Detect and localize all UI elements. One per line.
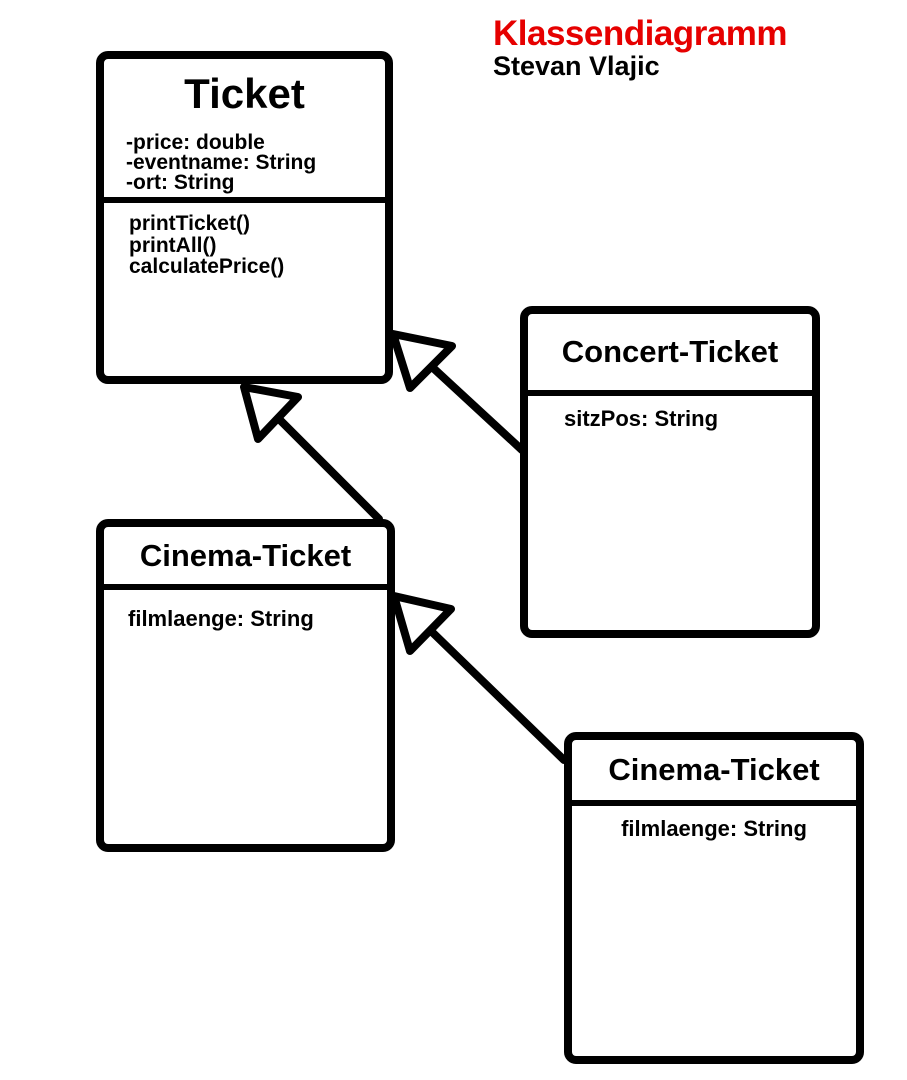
class-cinema-ticket-2[interactable]: Cinema-Ticket filmlaenge: String <box>564 732 864 1064</box>
diagram-title: Klassendiagramm <box>493 14 788 53</box>
attribute-item: sitzPos: String <box>564 406 719 431</box>
attribute-list: filmlaenge: String <box>104 590 387 630</box>
diagram-author: Stevan Vlajic <box>493 51 660 81</box>
section-divider <box>572 800 856 806</box>
class-ticket[interactable]: Ticket -price: double -eventname: String… <box>96 51 393 384</box>
class-name: Cinema-Ticket <box>608 752 820 787</box>
method-item: printAll() <box>129 233 217 257</box>
attribute-list: filmlaenge: String <box>572 806 856 840</box>
class-cinema-ticket[interactable]: Cinema-Ticket filmlaenge: String <box>96 519 395 852</box>
method-item: printTicket() <box>129 212 250 235</box>
arrow-cinema-to-ticket <box>240 383 383 523</box>
class-concert-ticket[interactable]: Concert-Ticket sitzPos: String <box>520 306 820 638</box>
attribute-item: filmlaenge: String <box>621 816 807 841</box>
arrow-cinema2-to-cinema1 <box>390 592 568 764</box>
attribute-item: -price: double <box>126 131 265 154</box>
arrow-concert-to-ticket <box>389 330 526 454</box>
method-item: calculatePrice() <box>129 255 285 278</box>
class-name: Concert-Ticket <box>561 334 779 369</box>
attribute-list: sitzPos: String <box>528 396 812 430</box>
section-divider <box>104 197 385 203</box>
attribute-item: -eventname: String <box>126 151 317 174</box>
diagram-heading: Klassendiagramm Stevan Vlajic <box>493 14 788 81</box>
section-divider <box>528 390 812 396</box>
attribute-item: filmlaenge: String <box>128 606 314 631</box>
class-name: Ticket <box>184 70 305 117</box>
attribute-item: -ort: String <box>126 171 235 194</box>
attribute-list: -price: double -eventname: String -ort: … <box>104 115 385 193</box>
class-name: Cinema-Ticket <box>139 538 352 573</box>
method-list: printTicket() printAll() calculatePrice(… <box>104 203 385 278</box>
section-divider <box>104 584 387 590</box>
